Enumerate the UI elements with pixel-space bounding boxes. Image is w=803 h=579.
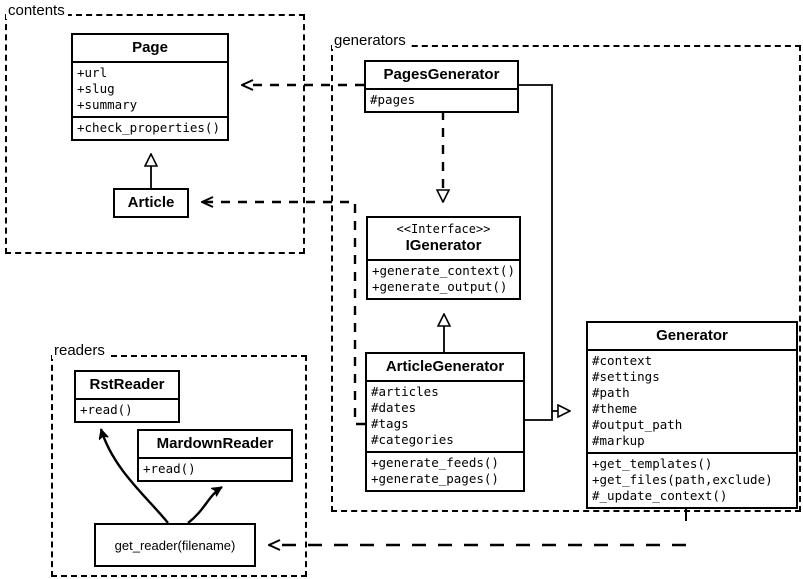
attribute-item: +url	[77, 65, 108, 80]
class-box-article[interactable]: Article	[113, 188, 189, 218]
attribute-item: #output_path	[592, 417, 683, 432]
attribute-item: #path	[592, 385, 630, 400]
attribute-item: #markup	[592, 433, 645, 448]
class-box-igenerator[interactable]: <<Interface>> IGenerator +generate_conte…	[366, 216, 521, 300]
package-frame-generators	[331, 45, 801, 512]
attribute-item: +summary	[77, 97, 138, 112]
operation-item: +check_properties()	[77, 120, 220, 135]
class-box-pages-generator[interactable]: PagesGenerator #pages	[364, 60, 519, 113]
package-label-readers: readers	[52, 343, 108, 359]
function-label-get-reader: get_reader(filename)	[114, 537, 236, 553]
class-name-igenerator: IGenerator	[405, 237, 482, 254]
class-name-page: Page	[132, 39, 168, 56]
package-frame-contents	[5, 14, 305, 254]
package-label-contents: contents	[6, 3, 68, 19]
attribute-item: #pages	[370, 92, 416, 107]
operation-item: +generate_pages()	[371, 471, 499, 486]
operation-item: +generate_output()	[372, 279, 508, 294]
class-box-page[interactable]: Page +url +slug +summary +check_properti…	[71, 33, 229, 141]
operation-item: +generate_context()	[372, 263, 515, 278]
class-name-generator: Generator	[656, 327, 728, 344]
operation-item: #_update_context()	[592, 488, 728, 503]
class-name-article: Article	[127, 194, 175, 211]
attribute-item: #theme	[592, 401, 638, 416]
class-name-pages-generator: PagesGenerator	[383, 66, 500, 83]
function-box-get-reader[interactable]: get_reader(filename)	[94, 523, 256, 567]
class-stereotype-igenerator: <<Interface>>	[396, 222, 491, 236]
class-box-generator[interactable]: Generator #context #settings #path #them…	[586, 321, 798, 509]
attribute-item: #articles	[371, 384, 439, 399]
operation-item: +get_templates()	[592, 456, 713, 471]
class-name-mardown-reader: MardownReader	[156, 435, 274, 452]
class-attributes-article-generator: #articles #dates #tags #categories	[367, 380, 523, 451]
edge-generator-uses-get-reader	[269, 503, 687, 545]
operation-item: +get_files(path,exclude)	[592, 472, 773, 487]
class-operations-rst-reader: +read()	[76, 398, 178, 421]
class-operations-igenerator: +generate_context() +generate_output()	[368, 259, 519, 298]
edge-articlegenerator-inherits-generator	[525, 411, 570, 421]
class-attributes-page: +url +slug +summary	[73, 61, 227, 116]
class-box-mardown-reader[interactable]: MardownReader +read()	[137, 429, 293, 482]
class-operations-mardown-reader: +read()	[139, 457, 291, 480]
class-operations-page: +check_properties()	[73, 116, 227, 139]
edge-articlegenerator-uses-article	[202, 202, 365, 426]
attribute-item: +slug	[77, 81, 115, 96]
attribute-item: #categories	[371, 432, 454, 447]
edge-get-reader-returns-mardownreader	[187, 485, 222, 524]
edge-get-reader-returns-rstreader	[101, 429, 169, 524]
operation-item: +generate_feeds()	[371, 455, 499, 470]
class-box-rst-reader[interactable]: RstReader +read()	[74, 370, 180, 423]
package-label-generators: generators	[332, 33, 409, 49]
class-operations-article-generator: +generate_feeds() +generate_pages()	[367, 451, 523, 490]
attribute-item: #settings	[592, 369, 660, 384]
operation-item: +read()	[80, 402, 133, 417]
package-frame-readers	[51, 355, 307, 577]
class-name-rst-reader: RstReader	[89, 376, 165, 393]
class-box-article-generator[interactable]: ArticleGenerator #articles #dates #tags …	[365, 352, 525, 492]
operation-item: +read()	[143, 461, 196, 476]
attribute-item: #context	[592, 353, 653, 368]
edge-pagesgenerator-inherits-generator	[519, 84, 553, 411]
attribute-item: #tags	[371, 416, 409, 431]
class-name-article-generator: ArticleGenerator	[385, 358, 505, 375]
attribute-item: #dates	[371, 400, 417, 415]
class-attributes-generator: #context #settings #path #theme #output_…	[588, 349, 796, 452]
class-operations-generator: +get_templates() +get_files(path,exclude…	[588, 452, 796, 507]
class-attributes-pages-generator: #pages	[366, 88, 517, 111]
